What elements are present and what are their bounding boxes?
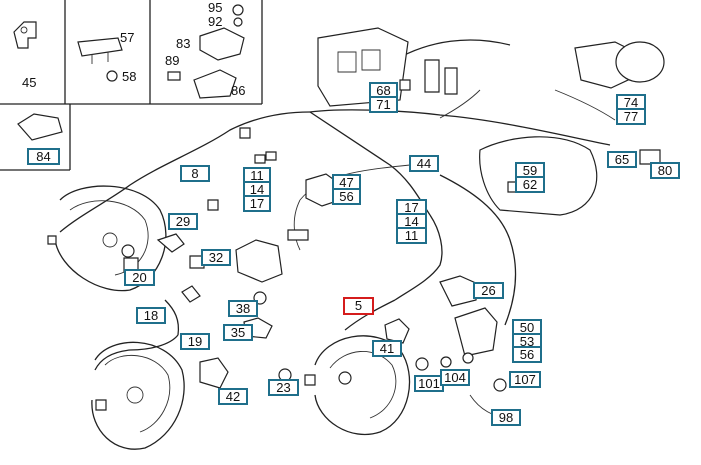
part-label-86: 86 <box>231 83 246 98</box>
callout-104[interactable]: 104 <box>440 369 470 386</box>
brake-disc-left-upper <box>47 185 167 292</box>
callout-35[interactable]: 35 <box>223 324 253 341</box>
part-label-89: 89 <box>165 53 180 68</box>
callout-18[interactable]: 18 <box>136 307 166 324</box>
part-label-58: 58 <box>122 69 137 84</box>
callout-80[interactable]: 80 <box>650 162 680 179</box>
components <box>123 27 665 417</box>
brake-disc-left-lower <box>91 341 185 450</box>
callout-98[interactable]: 98 <box>491 409 521 426</box>
callout-5-highlighted[interactable]: 5 <box>343 297 374 315</box>
brake-disc-right <box>304 335 411 436</box>
part-label-57: 57 <box>120 30 135 45</box>
callout-62[interactable]: 62 <box>515 176 545 193</box>
callout-84[interactable]: 84 <box>27 148 60 165</box>
callout-56-upper[interactable]: 56 <box>332 188 361 205</box>
callout-23[interactable]: 23 <box>268 379 299 396</box>
part-label-92: 92 <box>208 14 223 29</box>
callout-11-lower[interactable]: 11 <box>396 227 427 244</box>
part-label-83: 83 <box>176 36 191 51</box>
part-label-45: 45 <box>22 75 37 90</box>
callout-47[interactable]: 47 <box>332 174 361 191</box>
callout-17-upper[interactable]: 17 <box>243 195 271 212</box>
callout-44[interactable]: 44 <box>409 155 439 172</box>
callout-65[interactable]: 65 <box>607 151 637 168</box>
callout-71[interactable]: 71 <box>369 96 398 113</box>
callout-107[interactable]: 107 <box>509 371 541 388</box>
callout-26[interactable]: 26 <box>473 282 504 299</box>
inset-frames <box>0 0 263 171</box>
inset-parts <box>13 4 245 141</box>
callout-42[interactable]: 42 <box>218 388 248 405</box>
callout-32[interactable]: 32 <box>201 249 231 266</box>
callout-38[interactable]: 38 <box>228 300 258 317</box>
callout-56-lower[interactable]: 56 <box>512 346 542 363</box>
callout-8[interactable]: 8 <box>180 165 210 182</box>
callout-41[interactable]: 41 <box>372 340 402 357</box>
callout-20[interactable]: 20 <box>124 269 155 286</box>
part-label-95: 95 <box>208 0 223 15</box>
callout-77[interactable]: 77 <box>616 108 646 125</box>
callout-19[interactable]: 19 <box>180 333 210 350</box>
callout-53[interactable]: 53 <box>512 333 542 350</box>
callout-11-upper[interactable]: 11 <box>243 167 271 184</box>
callout-50[interactable]: 50 <box>512 319 542 336</box>
callout-29[interactable]: 29 <box>168 213 198 230</box>
